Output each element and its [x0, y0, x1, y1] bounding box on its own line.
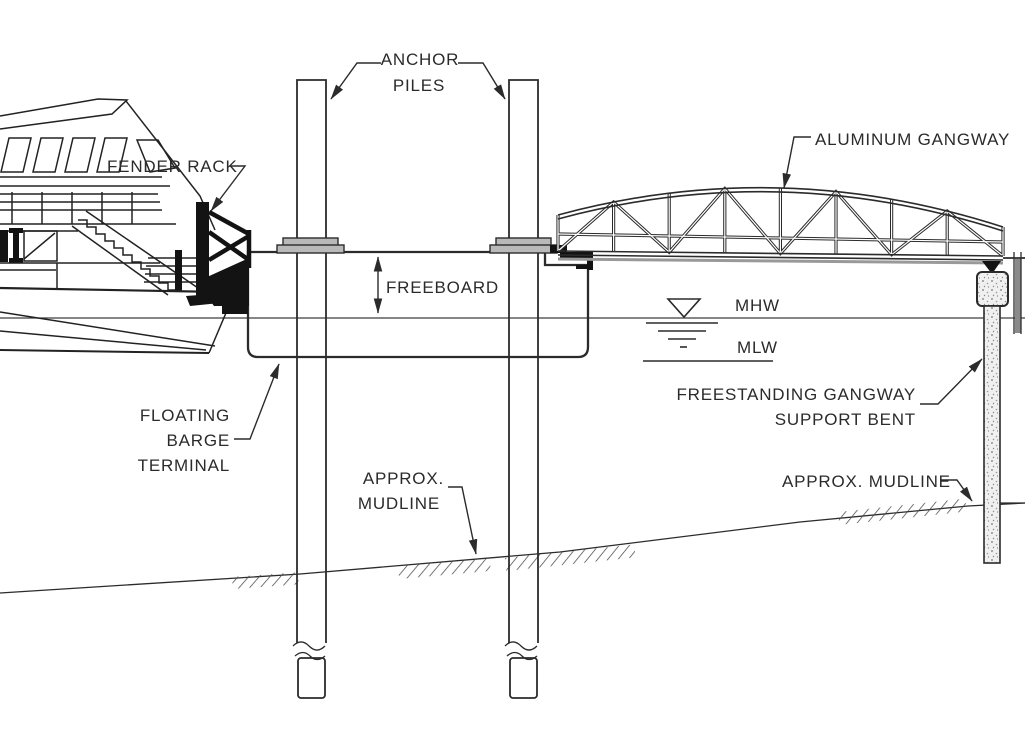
- label-freeboard: FREEBOARD: [386, 278, 499, 297]
- i-beam-post: [9, 228, 23, 263]
- label-floating-barge-line1: FLOATING: [140, 406, 230, 425]
- label-approx-mudline-left-line1: APPROX.: [363, 469, 444, 488]
- label-mlw: MLW: [737, 338, 778, 357]
- label-fender-rack: FENDER RACK: [107, 157, 238, 176]
- label-approx-mudline-right: APPROX. MUDLINE: [782, 472, 951, 491]
- water-surface-symbol: [646, 298, 718, 348]
- pilothouse-windows: [0, 137, 177, 173]
- fender-rack: [196, 202, 252, 314]
- lower-cabin: [0, 228, 160, 288]
- label-aluminum-gangway: ALUMINUM GANGWAY: [815, 130, 1010, 149]
- gangway-bearing-right: [982, 261, 1001, 274]
- anchor-pile-right: [504, 79, 539, 699]
- leader-anchor-pile-right: [458, 62, 506, 100]
- label-floating-barge-line2: BARGE: [166, 431, 230, 450]
- leader-aluminum-gangway: [782, 136, 811, 189]
- label-freestanding-line2: SUPPORT BENT: [775, 410, 916, 429]
- leader-approx-mudline-right: [941, 479, 973, 502]
- support-bent-timber-pile: [983, 305, 1001, 564]
- support-bent-cap: [976, 271, 1009, 307]
- label-approx-mudline-left-line2: MUDLINE: [358, 494, 440, 513]
- pile-break-symbol: [292, 641, 326, 651]
- leader-anchor-pile-left: [330, 62, 381, 100]
- label-anchor-piles-line1: ANCHOR: [381, 50, 459, 69]
- gangway-chords: [557, 186, 1004, 261]
- gangway-support-bent: [976, 261, 1009, 564]
- bow-railing: [144, 250, 196, 292]
- label-anchor-piles-line2: PILES: [393, 76, 445, 95]
- pile-break-symbol: [504, 641, 538, 651]
- vessel-roof: [0, 98, 129, 130]
- label-mhw: MHW: [735, 296, 780, 315]
- mudline-hatching: [232, 498, 967, 589]
- aluminum-gangway-truss: [556, 186, 1005, 265]
- leader-freestanding-bent: [920, 358, 983, 405]
- bulkhead-edge: [1003, 252, 1025, 334]
- mudline: [0, 498, 1025, 594]
- label-freestanding-line1: FREESTANDING GANGWAY: [676, 385, 916, 404]
- leader-fender-rack: [210, 165, 247, 212]
- leader-floating-barge: [234, 363, 280, 440]
- pile-guide-left: [276, 237, 345, 254]
- gangway-bearing-bracket: [550, 245, 593, 270]
- vessel-raked-front: [125, 100, 216, 231]
- label-floating-barge-line3: TERMINAL: [138, 456, 230, 475]
- gangway-deck-line: [557, 257, 1004, 265]
- leader-lines: [210, 62, 983, 555]
- pile-guide-right: [489, 237, 558, 254]
- leader-approx-mudline-left: [448, 486, 478, 555]
- anchor-pile-left: [292, 79, 327, 699]
